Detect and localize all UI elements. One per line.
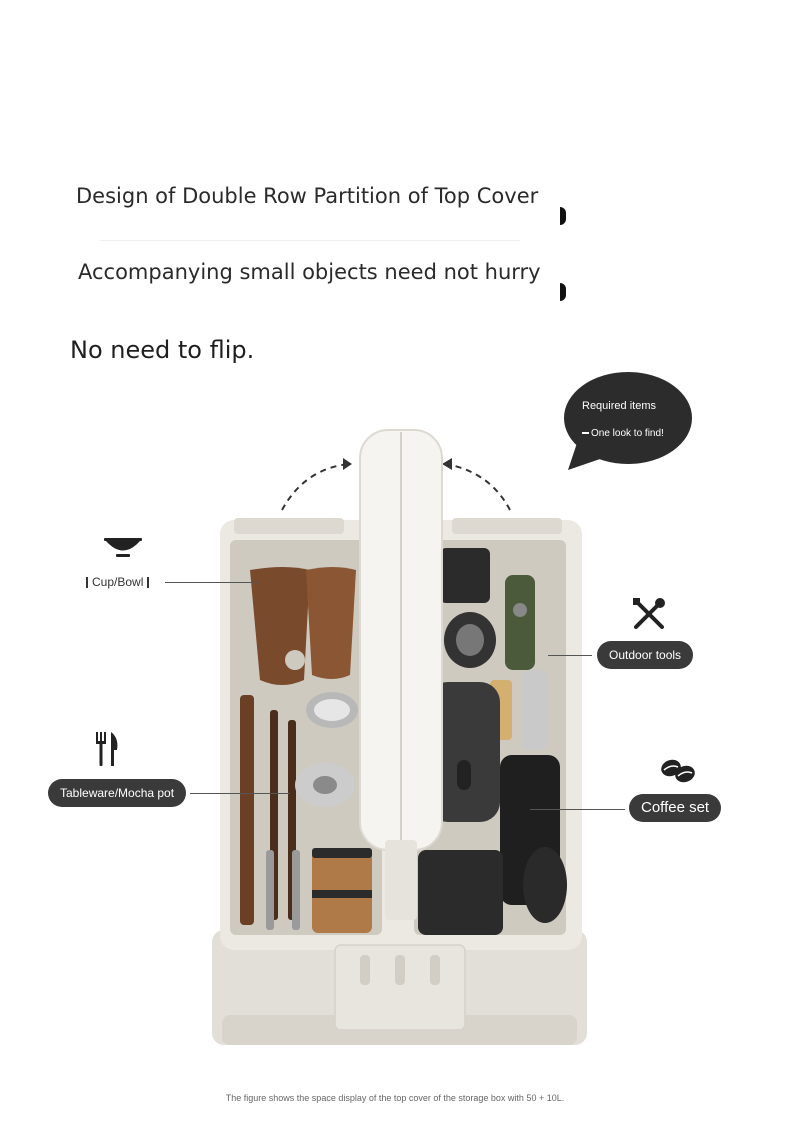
headline-divider (100, 240, 520, 241)
leather-case (418, 850, 503, 935)
headline-line-1: Design of Double Row Partition of Top Co… (76, 184, 539, 208)
headline-line-2: Accompanying small objects need not hurr… (78, 260, 541, 284)
wooden-cup (306, 567, 356, 679)
leader-line-outdoor-tools (548, 655, 592, 656)
label-outdoor-tools: Outdoor tools (597, 641, 694, 669)
fork-knife-icon (96, 732, 118, 766)
label-tableware: Tableware/Mocha pot (48, 779, 187, 807)
flip-arrow-right (445, 463, 511, 511)
headline-end-marker (560, 283, 566, 301)
leader-line-cup-bowl (165, 582, 260, 583)
speaker (428, 682, 500, 822)
flip-arrow-left (281, 463, 351, 511)
tools-icon (633, 598, 665, 629)
coffee-beans-icon (661, 759, 695, 783)
speech-bubble (564, 372, 692, 470)
flashlight (522, 670, 547, 750)
label-cup-bowl: Cup/Bowl (86, 575, 150, 589)
paracord-bracelet (505, 575, 535, 670)
bowl-icon (104, 538, 142, 557)
speech-line-1: Required items (582, 400, 656, 412)
leader-line-tableware (190, 793, 290, 794)
headline-line-3: No need to flip. (70, 336, 255, 364)
leader-line-coffee-set (530, 809, 625, 810)
canister (440, 548, 490, 603)
speech-line-2: One look to find! (582, 428, 664, 439)
label-coffee-set: Coffee set (629, 794, 722, 822)
headline-end-marker (560, 207, 566, 225)
utensil-handle (240, 695, 254, 925)
storage-box-illustration (212, 429, 587, 1045)
footer-caption: The figure shows the space display of th… (225, 1093, 565, 1103)
